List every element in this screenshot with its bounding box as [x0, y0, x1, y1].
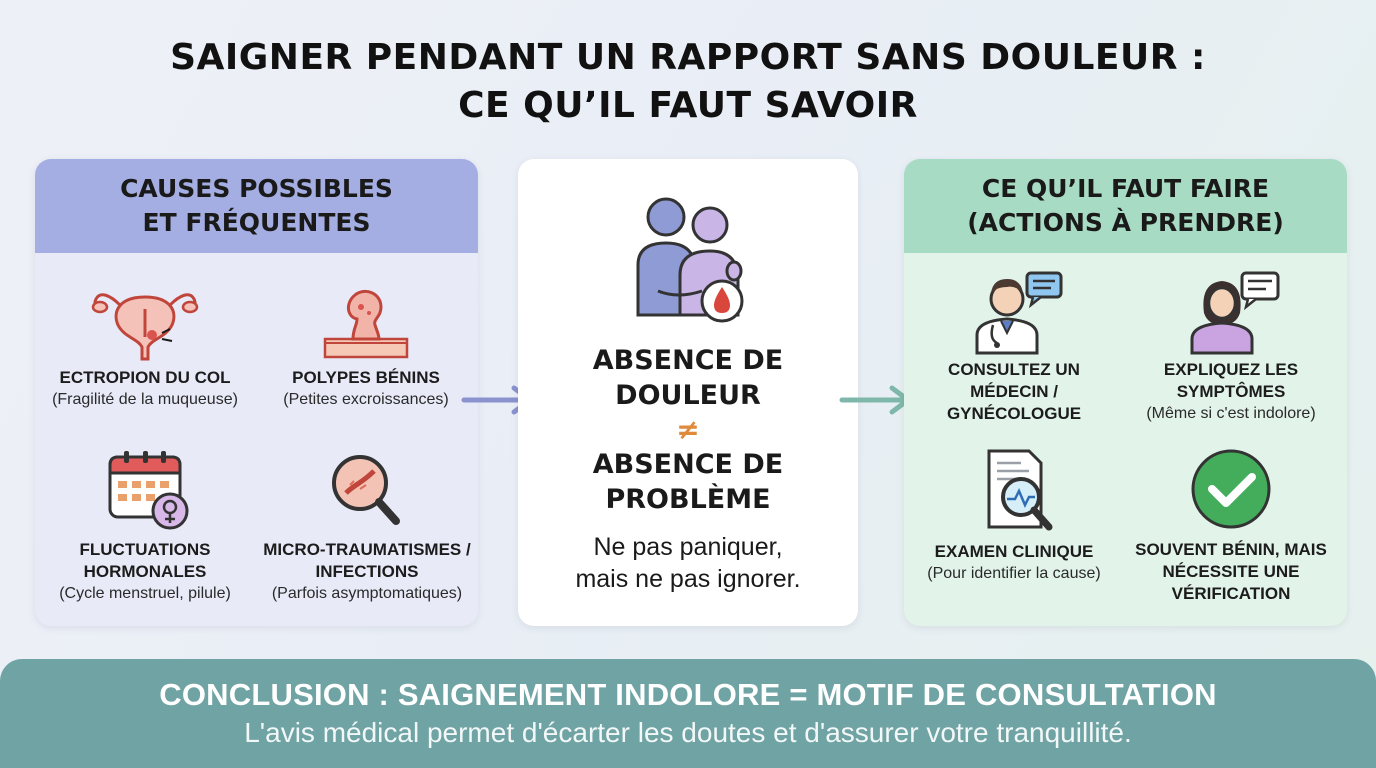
action-name-line-2: NÉCESSITE UNE	[1162, 562, 1300, 581]
action-name-line-2: SYMPTÔMES	[1176, 382, 1286, 401]
cause-item-polyps: POLYPES BÉNINS (Petites excroissances)	[256, 277, 476, 410]
action-name-line-3: GYNÉCOLOGUE	[946, 404, 1082, 423]
key-line-4: PROBLÈME	[605, 484, 771, 515]
conclusion-banner: CONCLUSION : SAIGNEMENT INDOLORE = MOTIF…	[0, 659, 1376, 768]
cause-item-hormonal: FLUCTUATIONS HORMONALES (Cycle menstruel…	[35, 449, 255, 604]
title-line-2: CE QU’IL FAUT SAVOIR	[458, 85, 918, 126]
key-message: ABSENCE DE DOULEUR ≠ ABSENCE DE PROBLÈME	[518, 343, 858, 517]
cause-detail: (Petites excroissances)	[283, 391, 449, 408]
cause-detail: (Cycle menstruel, pilule)	[59, 585, 231, 602]
key-message-card: ABSENCE DE DOULEUR ≠ ABSENCE DE PROBLÈME…	[518, 159, 858, 626]
magnifier-lesion-icon	[332, 455, 400, 525]
cause-item-microtrauma: MICRO-TRAUMATISMES / INFECTIONS (Parfois…	[251, 449, 478, 604]
cause-item-ectropion: ECTROPION DU COL (Fragilité de la muqueu…	[35, 277, 255, 410]
key-line-2: DOULEUR	[615, 380, 761, 411]
actions-header-line-2: (ACTIONS À PRENDRE)	[967, 208, 1284, 237]
couple-blood-drop-icon	[636, 197, 744, 323]
action-name: EXAMEN CLINIQUE	[934, 542, 1094, 561]
key-line-1: ABSENCE DE	[592, 345, 784, 376]
cause-name-line-2: INFECTIONS	[315, 562, 419, 581]
actions-header-line-1: CE QU’IL FAUT FAIRE	[981, 174, 1270, 203]
check-circle-icon	[1191, 449, 1271, 529]
conclusion-headline: CONCLUSION : SAIGNEMENT INDOLORE = MOTIF…	[159, 677, 1217, 712]
key-line-3: ABSENCE DE	[592, 449, 784, 480]
title-line-1: SAIGNER PENDANT UN RAPPORT SANS DOULEUR …	[170, 37, 1206, 78]
cause-name: POLYPES BÉNINS	[292, 368, 440, 387]
action-detail: (Même si c'est indolore)	[1146, 405, 1316, 422]
action-item-benign: SOUVENT BÉNIN, MAIS NÉCESSITE UNE VÉRIFI…	[1116, 447, 1346, 605]
conclusion-text: L'avis médical permet d'écarter les dout…	[244, 717, 1132, 748]
polyp-icon	[323, 290, 409, 359]
key-note-line-1: Ne pas paniquer,	[593, 533, 783, 561]
cause-detail: (Fragilité de la muqueuse)	[52, 391, 238, 408]
action-name: CONSULTEZ UN	[948, 360, 1080, 379]
actions-header: CE QU’IL FAUT FAIRE (ACTIONS À PRENDRE)	[904, 159, 1347, 253]
action-item-consult: CONSULTEZ UN MÉDECIN / GYNÉCOLOGUE	[904, 269, 1124, 425]
action-item-exam: EXAMEN CLINIQUE (Pour identifier la caus…	[904, 447, 1124, 584]
cause-name-line-2: HORMONALES	[83, 562, 207, 581]
cause-detail: (Parfois asymptomatiques)	[271, 585, 463, 602]
action-name-line-2: MÉDECIN /	[970, 382, 1058, 401]
woman-chat-icon	[1190, 271, 1280, 355]
key-note-line-2: mais ne pas ignorer.	[575, 565, 801, 593]
cause-name: ECTROPION DU COL	[59, 368, 231, 387]
page-title: SAIGNER PENDANT UN RAPPORT SANS DOULEUR …	[0, 34, 1376, 130]
causes-card: CAUSES POSSIBLES ET FRÉQUENTES ECTROPION…	[35, 159, 478, 626]
actions-card: CE QU’IL FAUT FAIRE (ACTIONS À PRENDRE) …	[904, 159, 1347, 626]
not-equal-sign: ≠	[676, 413, 700, 446]
cause-name: FLUCTUATIONS	[79, 540, 211, 559]
calendar-female-icon	[108, 451, 189, 530]
action-item-explain: EXPLIQUEZ LES SYMPTÔMES (Même si c'est i…	[1116, 269, 1346, 424]
action-name-line-3: VÉRIFICATION	[1171, 584, 1291, 603]
uterus-icon	[91, 293, 199, 361]
causes-header-line-2: ET FRÉQUENTES	[142, 208, 371, 237]
causes-header-line-1: CAUSES POSSIBLES	[120, 174, 393, 203]
action-name: EXPLIQUEZ LES	[1163, 360, 1299, 379]
action-detail: (Pour identifier la cause)	[927, 565, 1101, 582]
doctor-chat-icon	[975, 271, 1063, 355]
document-magnifier-icon	[987, 449, 1053, 531]
cause-name: MICRO-TRAUMATISMES /	[263, 540, 471, 559]
key-note: Ne pas paniquer, mais ne pas ignorer.	[518, 531, 858, 595]
action-name: SOUVENT BÉNIN, MAIS	[1135, 540, 1327, 559]
causes-header: CAUSES POSSIBLES ET FRÉQUENTES	[35, 159, 478, 253]
